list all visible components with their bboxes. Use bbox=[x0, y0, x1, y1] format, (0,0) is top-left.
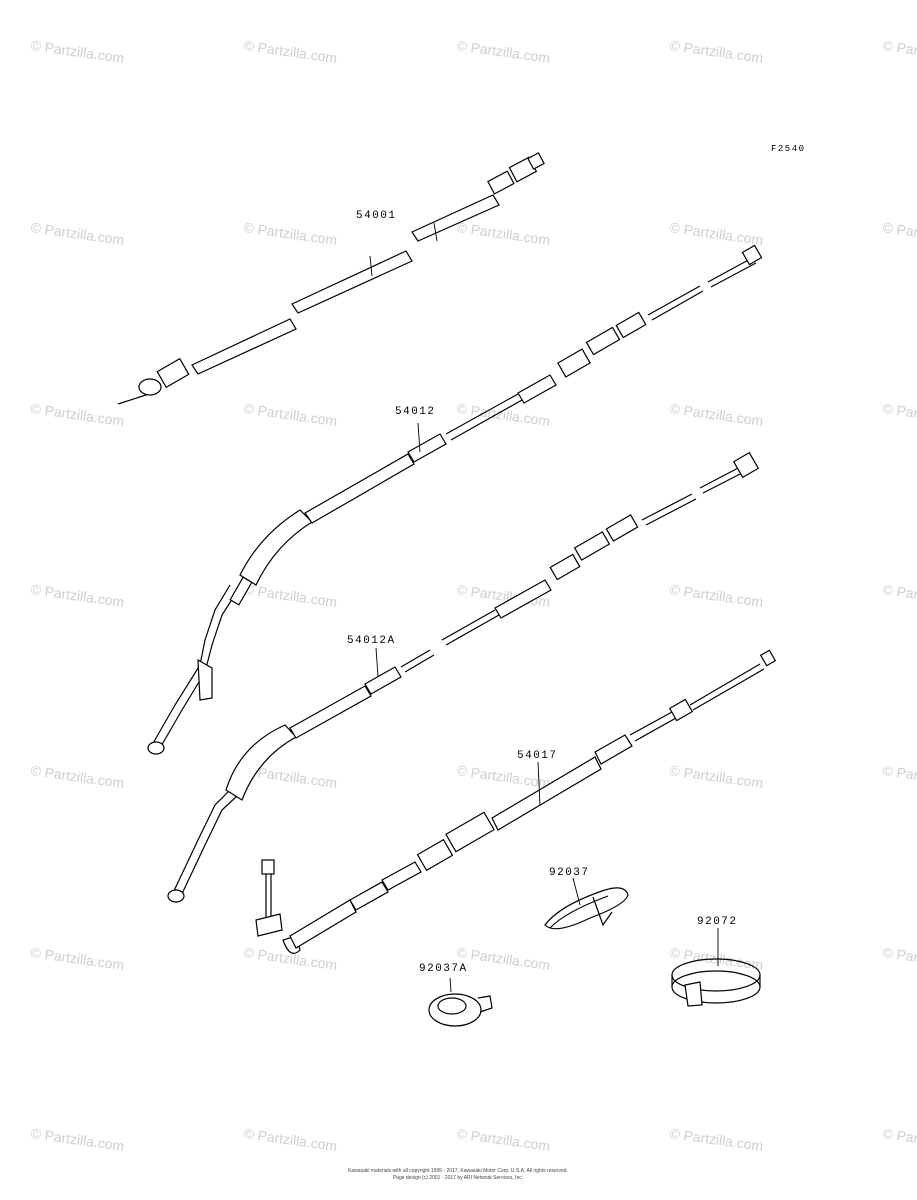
cable-54012[interactable] bbox=[147, 244, 763, 755]
part-label-92037: 92037 bbox=[549, 867, 590, 879]
watermark: © Partzilla.com bbox=[669, 400, 765, 429]
figure-code: F2540 bbox=[771, 144, 806, 154]
watermark: © Partzilla.com bbox=[30, 400, 126, 429]
watermark: © Partzilla.com bbox=[669, 581, 765, 610]
band-92072[interactable] bbox=[671, 928, 761, 1007]
watermark: © Partzilla.com bbox=[456, 37, 552, 66]
watermark: © Partzilla.com bbox=[882, 1125, 917, 1154]
watermark: © Partzilla.com bbox=[882, 37, 917, 66]
watermark: © Partzilla.com bbox=[243, 219, 339, 248]
clamp-92037[interactable] bbox=[544, 877, 629, 930]
part-label-54012a: 54012A bbox=[347, 635, 396, 647]
watermark: © Partzilla.com bbox=[882, 762, 917, 791]
watermark: © Partzilla.com bbox=[30, 581, 126, 610]
clamp-92037a[interactable] bbox=[428, 977, 493, 1027]
copyright-line-1: Kawasaki materials with all copyright 19… bbox=[348, 1168, 568, 1174]
part-label-54001: 54001 bbox=[356, 210, 397, 222]
watermark: © Partzilla.com bbox=[456, 1125, 552, 1154]
watermark: © Partzilla.com bbox=[456, 944, 552, 973]
watermark: © Partzilla.com bbox=[243, 400, 339, 429]
watermark: © Partzilla.com bbox=[882, 219, 917, 248]
copyright-line-2: Page design (c) 2001 - 2017 by ARI Netwo… bbox=[393, 1175, 523, 1181]
watermark: © Partzilla.com bbox=[30, 37, 126, 66]
watermark: © Partzilla.com bbox=[30, 762, 126, 791]
watermark: © Partzilla.com bbox=[30, 944, 126, 973]
watermark: © Partzilla.com bbox=[456, 762, 552, 791]
part-label-54017: 54017 bbox=[517, 750, 558, 762]
watermark: © Partzilla.com bbox=[669, 762, 765, 791]
watermark: © Partzilla.com bbox=[669, 37, 765, 66]
watermark: © Partzilla.com bbox=[243, 1125, 339, 1154]
watermark: © Partzilla.com bbox=[30, 219, 126, 248]
part-label-54012: 54012 bbox=[395, 406, 436, 418]
cable-54001[interactable] bbox=[117, 152, 545, 405]
watermark: © Partzilla.com bbox=[456, 219, 552, 248]
cable-54017[interactable] bbox=[255, 649, 777, 954]
watermark: © Partzilla.com bbox=[243, 581, 339, 610]
watermark: © Partzilla.com bbox=[882, 944, 917, 973]
part-label-92072: 92072 bbox=[697, 916, 738, 928]
watermark: © Partzilla.com bbox=[243, 37, 339, 66]
watermark: © Partzilla.com bbox=[669, 219, 765, 248]
watermark: © Partzilla.com bbox=[669, 1125, 765, 1154]
watermark: © Partzilla.com bbox=[882, 400, 917, 429]
watermark: © Partzilla.com bbox=[30, 1125, 126, 1154]
watermark: © Partzilla.com bbox=[882, 581, 917, 610]
cable-54012a[interactable] bbox=[167, 451, 760, 903]
watermark: © Partzilla.com bbox=[456, 400, 552, 429]
part-label-92037a: 92037A bbox=[419, 963, 468, 975]
